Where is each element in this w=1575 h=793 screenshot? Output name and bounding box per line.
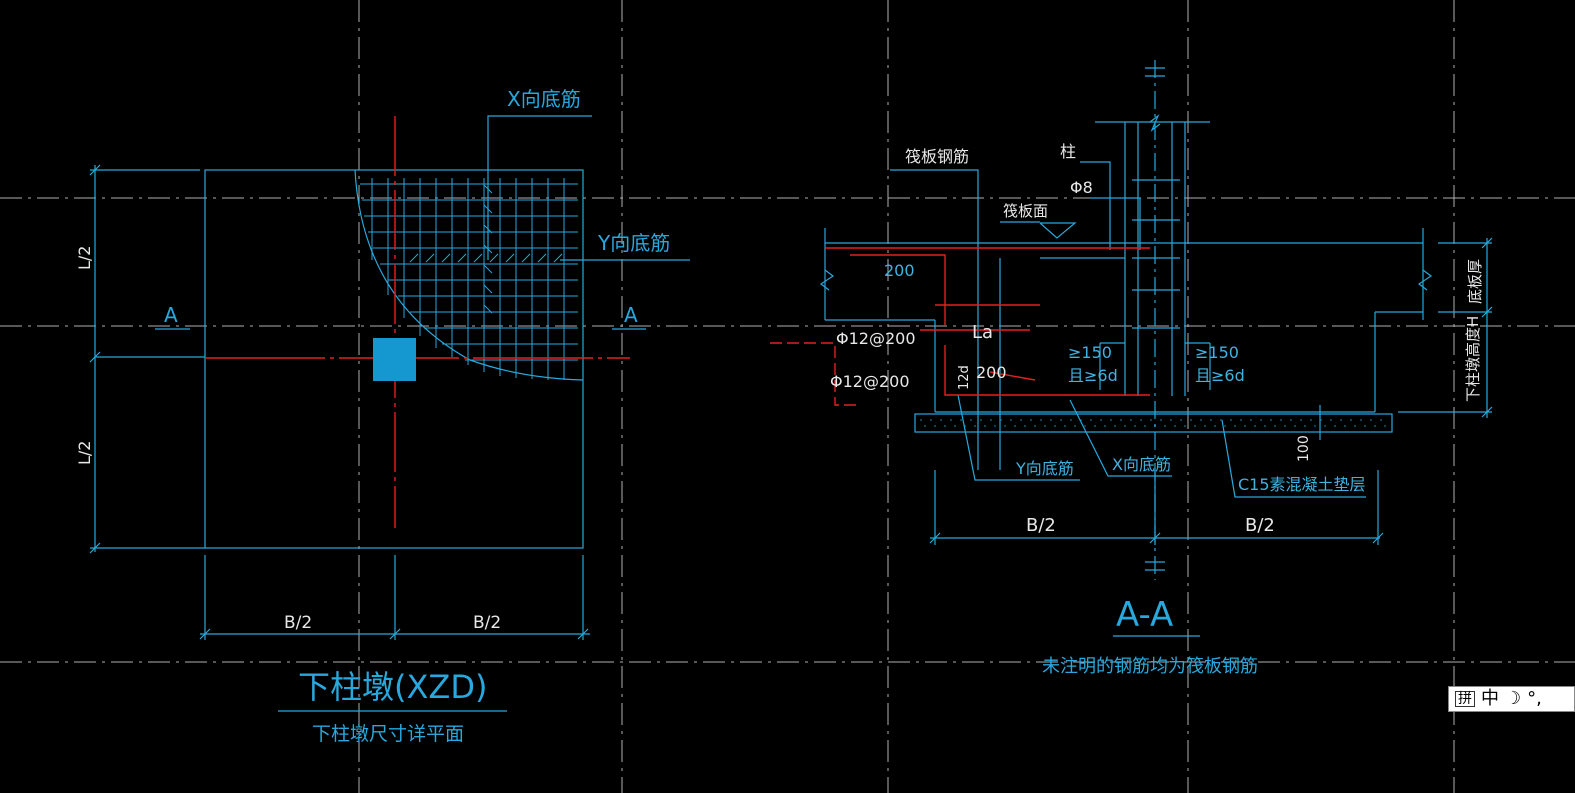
label-c15: C15素混凝土垫层 (1238, 475, 1366, 494)
label-ge150-left: ≥150 (1068, 343, 1112, 362)
raft-break-right (1417, 269, 1433, 291)
leader-y-rebar (957, 394, 1080, 481)
ime-pinyin-mode-button[interactable]: 拼 (1455, 691, 1475, 707)
leader-x-rebar (487, 115, 592, 260)
moon-icon[interactable]: ☽ (1505, 688, 1522, 709)
dim-text-top: L/2 (75, 246, 94, 270)
plan-title: 下柱墩(XZD) (298, 668, 487, 706)
dim-text-right: B/2 (473, 613, 501, 633)
label-la: La (972, 322, 993, 343)
label-200-mid: 200 (976, 363, 1007, 382)
c15-cushion (914, 413, 1393, 433)
label-12d: 12d (957, 365, 972, 390)
dim-tick-mid (89, 351, 101, 363)
dim-text-bottom: L/2 (75, 441, 94, 465)
raft-surface-symbol (1039, 222, 1077, 239)
leader-raft-rebar (890, 169, 979, 258)
label-y-rebar-section: Y向底筋 (1015, 459, 1074, 478)
rebar-mesh (360, 178, 578, 380)
label-x-rebar-section: X向底筋 (1112, 455, 1171, 474)
section-dim-right: B/2 (1245, 515, 1275, 536)
plan-subtitle: 下柱墩尺寸详平面 (312, 723, 464, 745)
label-raft-surface: 筏板面 (1003, 202, 1048, 220)
break-curve (354, 169, 584, 381)
label-pier-height: 下柱墩高度H (1464, 316, 1482, 402)
section-view[interactable] (819, 60, 1493, 637)
leader-phi8 (1090, 197, 1141, 250)
dim-tick-bottom (89, 542, 101, 554)
dim-tick-r (577, 628, 589, 640)
dim-tick-top (89, 164, 101, 176)
plan-view[interactable] (89, 115, 690, 712)
label-phi12-2: Φ12@200 (830, 372, 910, 391)
dim-tick-m (389, 628, 401, 640)
cushion-hatch (920, 419, 1388, 427)
ime-toolbar[interactable]: 拼 中 ☽ °, (1448, 686, 1575, 712)
label-raft-thickness: 底板厚 (1466, 259, 1484, 304)
dim-tick-l (199, 628, 211, 640)
column-section (373, 338, 416, 381)
raft-break-left (819, 269, 835, 291)
section-dim-left: B/2 (1026, 515, 1056, 536)
leader-column (1080, 161, 1111, 250)
leader-x-rebar (1069, 399, 1172, 477)
section-red-rebar (770, 247, 1150, 406)
label-ge150-right: ≥150 (1195, 343, 1239, 362)
section-title: A-A (1116, 595, 1173, 635)
label-y-rebar-plan: Y向底筋 (597, 231, 670, 255)
label-phi8: Φ8 (1070, 178, 1093, 197)
label-x-rebar-plan: X向底筋 (507, 87, 581, 111)
label-phi12-1: Φ12@200 (836, 329, 916, 348)
section-note: 未注明的钢筋均为筏板钢筋 (1042, 656, 1258, 677)
label-100: 100 (1296, 435, 1312, 462)
label-ge6d-left: 且≥6d (1068, 366, 1118, 385)
section-mark-right: A (624, 303, 638, 327)
section-mark-left: A (164, 303, 178, 327)
plan-centerlines (205, 116, 630, 528)
pier-outline (204, 169, 584, 549)
label-ge6d-right: 且≥6d (1195, 366, 1245, 385)
column-break (1149, 114, 1161, 132)
ime-language-toggle[interactable]: 中 (1481, 688, 1499, 709)
dim-text-left: B/2 (284, 613, 312, 633)
ime-punctuation-toggle[interactable]: °, (1527, 688, 1542, 709)
label-column: 柱 (1060, 142, 1076, 161)
leader-c15 (1221, 419, 1366, 498)
label-200-top: 200 (884, 261, 915, 280)
label-raft-rebar: 筏板钢筋 (905, 147, 969, 166)
